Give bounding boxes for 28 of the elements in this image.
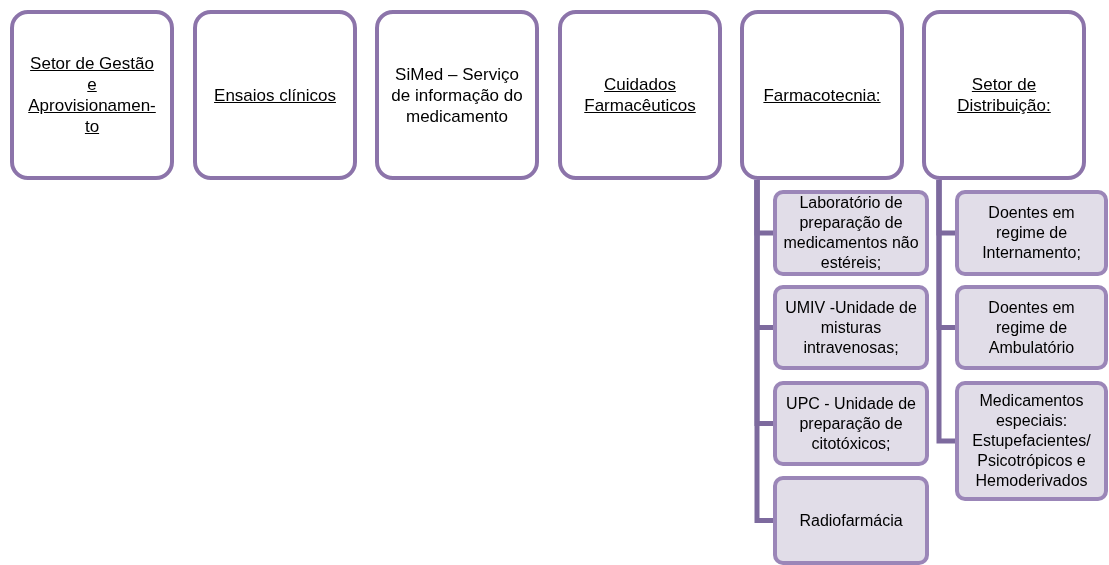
box-label: Doentes em regime de Ambulatório: [987, 297, 1076, 358]
box-label: SiMed – Serviço de informação do medicamento: [391, 63, 523, 127]
box-label: Doentes em regime de Internamento;: [981, 203, 1082, 263]
unit-box: [955, 381, 1108, 501]
connector-line: [936, 180, 955, 444]
box-label: Setor de Distribuição:: [956, 74, 1052, 116]
connector-line: [754, 180, 773, 523]
box-label: Setor de Gestão e Aprovisionamen-to: [27, 53, 157, 137]
unit-box: [955, 285, 1108, 370]
box-label: Radiofarmácia: [799, 510, 903, 531]
box-label: Ensaios clínicos: [214, 84, 336, 106]
department-box: [10, 10, 174, 180]
unit-box: [773, 381, 929, 466]
box-label: UPC - Unidade de preparação de citotóxicos;: [785, 393, 917, 454]
box-label: Laboratório de preparação de medicamentos não estéreis;: [782, 193, 920, 273]
box-label: Medicamentos especiais: Estupefacientes/ Psicotrópicos e Hemoderivados: [971, 391, 1092, 491]
department-box: [922, 10, 1086, 180]
department-box: [558, 10, 722, 180]
box-label: UMIV -Unidade de misturas intravenosas;: [784, 297, 918, 358]
box-label: Cuidados Farmacêuticos: [583, 74, 697, 116]
unit-box: [773, 476, 929, 565]
unit-box: [773, 190, 929, 276]
department-box: [375, 10, 539, 180]
department-box: [740, 10, 904, 180]
department-box: [193, 10, 357, 180]
unit-box: [955, 190, 1108, 276]
unit-box: [773, 285, 929, 370]
box-label: Farmacotecnia:: [763, 84, 881, 106]
